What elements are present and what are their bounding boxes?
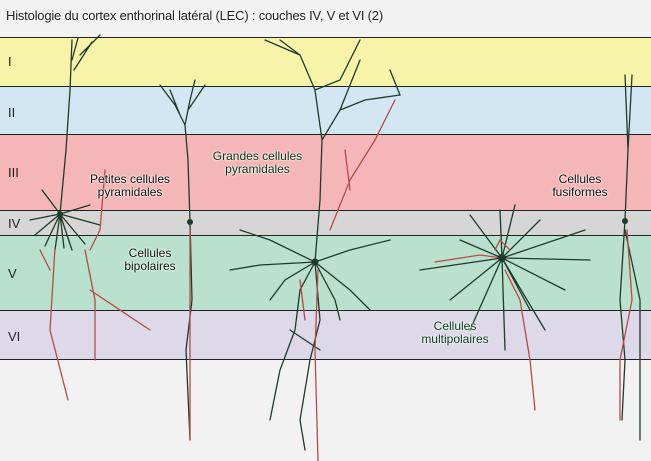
layer-iv: IV: [0, 210, 651, 235]
layer-v: V: [0, 235, 651, 310]
fusiform-neuron: [619, 74, 641, 441]
multipolar-neuron: [419, 204, 591, 351]
bipolar-neuron: [159, 79, 206, 441]
label-bipolar: Cellules bipolaires: [124, 246, 176, 273]
layer-i: I: [0, 37, 651, 86]
soma: [311, 258, 319, 266]
soma: [187, 219, 193, 225]
label-fusiform: Cellules fusiformes: [552, 172, 608, 199]
diagram-title: Histologie du cortex enthorinal latéral …: [6, 8, 383, 23]
layer-label: I: [8, 54, 12, 69]
fusiform-axon: [619, 229, 633, 421]
label-multipolar: Cellules multipolaires: [421, 319, 489, 346]
multipolar-axon: [434, 238, 536, 411]
large-pyramidal-axon: [299, 99, 396, 461]
soma: [498, 254, 506, 262]
layer-label: V: [8, 266, 17, 281]
layer-label: III: [8, 165, 19, 180]
layer-label: II: [8, 105, 16, 120]
label-small-pyramidal: Petites cellules pyramidales: [89, 172, 171, 199]
layer-label: VI: [8, 329, 21, 344]
soma: [622, 218, 628, 224]
label-large-pyramidal: Grandes cellules pyramidales: [212, 149, 303, 176]
soma: [57, 211, 63, 217]
small-pyramidal-neuron: [29, 34, 101, 251]
layer-iii: III: [0, 134, 651, 210]
large-pyramidal-neuron: [229, 39, 401, 451]
layer-label: IV: [8, 216, 21, 231]
small-pyramidal-axons: [39, 169, 151, 401]
layer-vi: VI: [0, 310, 651, 360]
